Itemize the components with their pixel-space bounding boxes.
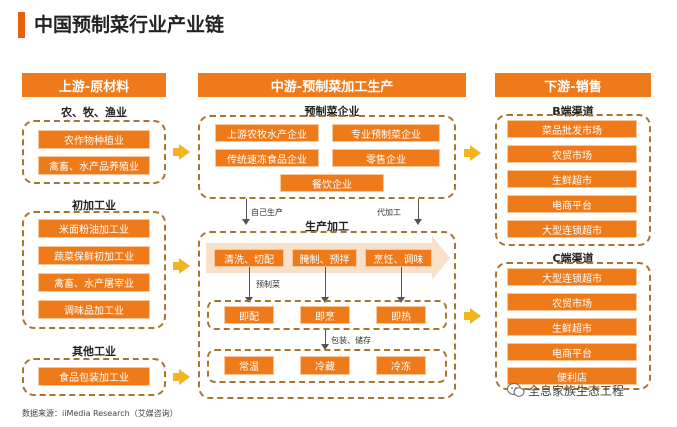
connector-line xyxy=(249,267,250,297)
upstream-group-label-other: 其他工业 xyxy=(72,345,116,358)
enterprise-group xyxy=(198,115,456,199)
upstream-item-vegetable-preserve: 蔬菜保鲜初加工业 xyxy=(38,246,150,265)
storage-room-temp: 常温 xyxy=(224,356,274,375)
upstream-header: 上游-原材料 xyxy=(22,73,166,97)
c-item-convenience-store: 便利店 xyxy=(507,367,637,385)
flow-arrow-stem xyxy=(464,312,470,320)
down-arrow-icon xyxy=(414,219,422,225)
connector-line xyxy=(401,267,402,297)
upstream-item-livestock-aquaculture: 禽畜、水产品养殖业 xyxy=(38,156,150,175)
wechat-logo-icon xyxy=(507,383,525,397)
b-item-chain-supermarket: 大型连锁超市 xyxy=(507,220,637,238)
step-marinate-mix: 腌制、预拌 xyxy=(292,249,357,267)
down-arrow-icon xyxy=(321,344,329,350)
watermark-text: 全息家族生态工程 xyxy=(528,384,625,398)
contract-process-label: 代加工 xyxy=(377,208,401,217)
b-item-fresh-supermarket: 生鲜超市 xyxy=(507,170,637,188)
flow-arrow-right-icon xyxy=(470,145,481,161)
connector-line xyxy=(418,199,419,219)
storage-group xyxy=(207,349,447,383)
flow-arrow-right-icon xyxy=(179,369,190,385)
flow-arrow-right-icon xyxy=(179,144,190,160)
title-accent-bar xyxy=(18,12,25,38)
enterprise-upstream-agri: 上游农牧水产企业 xyxy=(215,124,319,142)
midstream-header: 中游-预制菜加工生产 xyxy=(198,73,466,97)
downstream-header: 下游-销售 xyxy=(495,73,651,97)
prefab-ready-to-heat: 即热 xyxy=(376,306,426,324)
flow-arrow-stem xyxy=(173,148,179,156)
connector-line xyxy=(325,267,326,297)
enterprise-label: 预制菜企业 xyxy=(304,105,360,118)
upstream-group-primary xyxy=(22,211,166,329)
production-group xyxy=(198,231,456,399)
storage-frozen: 冷冻 xyxy=(376,356,426,375)
prefab-ready-to-cook: 即烹 xyxy=(300,306,350,324)
b-item-wholesale-market: 菜品批发市场 xyxy=(507,120,637,138)
connector-line xyxy=(325,330,326,344)
flow-arrow-right-icon xyxy=(470,308,481,324)
upstream-group-label-farming: 农、牧、渔业 xyxy=(61,106,127,119)
c-item-farmers-market: 农贸市场 xyxy=(507,293,637,311)
upstream-item-crop-planting: 农作物种植业 xyxy=(38,130,150,149)
upstream-item-slaughter: 禽畜、水产屠宰业 xyxy=(38,273,150,292)
enterprise-retail: 零售企业 xyxy=(332,149,440,167)
upstream-group-other xyxy=(22,358,166,396)
c-channel-group xyxy=(495,262,651,390)
data-source: 数据来源：iiMedia Research（艾媒咨询） xyxy=(22,409,178,418)
prefab-ready-to-prepare: 即配 xyxy=(224,306,274,324)
step-wash-cut: 清洗、切配 xyxy=(214,249,284,267)
flow-arrow-stem xyxy=(464,149,470,157)
production-label: 生产加工 xyxy=(305,220,349,233)
flow-arrow-stem xyxy=(173,262,179,270)
connector-line xyxy=(246,199,247,219)
b-channel-group xyxy=(495,114,651,246)
c-channel-label: C端渠道 xyxy=(552,252,594,265)
upstream-group-label-primary: 初加工业 xyxy=(72,199,116,212)
upstream-item-seasoning: 调味品加工业 xyxy=(38,300,150,319)
c-item-ecommerce: 电商平台 xyxy=(507,343,637,361)
enterprise-frozen-food: 传统速冻食品企业 xyxy=(215,149,319,167)
flow-arrow-right-icon xyxy=(179,258,190,274)
b-item-farmers-market: 农贸市场 xyxy=(507,145,637,163)
self-produce-label: 自己生产 xyxy=(251,208,283,217)
upstream-item-packaging: 食品包装加工业 xyxy=(38,367,150,386)
prefab-label: 预制菜 xyxy=(256,280,280,289)
down-arrow-icon xyxy=(242,219,250,225)
storage-chilled: 冷藏 xyxy=(300,356,350,375)
pack-store-label: 包装、储存 xyxy=(331,336,371,345)
upstream-group-farming xyxy=(22,120,166,184)
page-title: 中国预制菜行业产业链 xyxy=(34,14,225,36)
prefab-group xyxy=(207,300,447,330)
upstream-item-grain-oil: 米面粉油加工业 xyxy=(38,219,150,238)
step-cook-season: 烹饪、调味 xyxy=(365,249,432,267)
process-band-arrow-icon xyxy=(432,236,450,280)
b-item-ecommerce: 电商平台 xyxy=(507,195,637,213)
flow-arrow-stem xyxy=(173,373,179,381)
c-item-chain-supermarket: 大型连锁超市 xyxy=(507,268,637,286)
c-item-fresh-supermarket: 生鲜超市 xyxy=(507,318,637,336)
enterprise-catering: 餐饮企业 xyxy=(280,174,384,192)
enterprise-specialized: 专业预制菜企业 xyxy=(332,124,440,142)
